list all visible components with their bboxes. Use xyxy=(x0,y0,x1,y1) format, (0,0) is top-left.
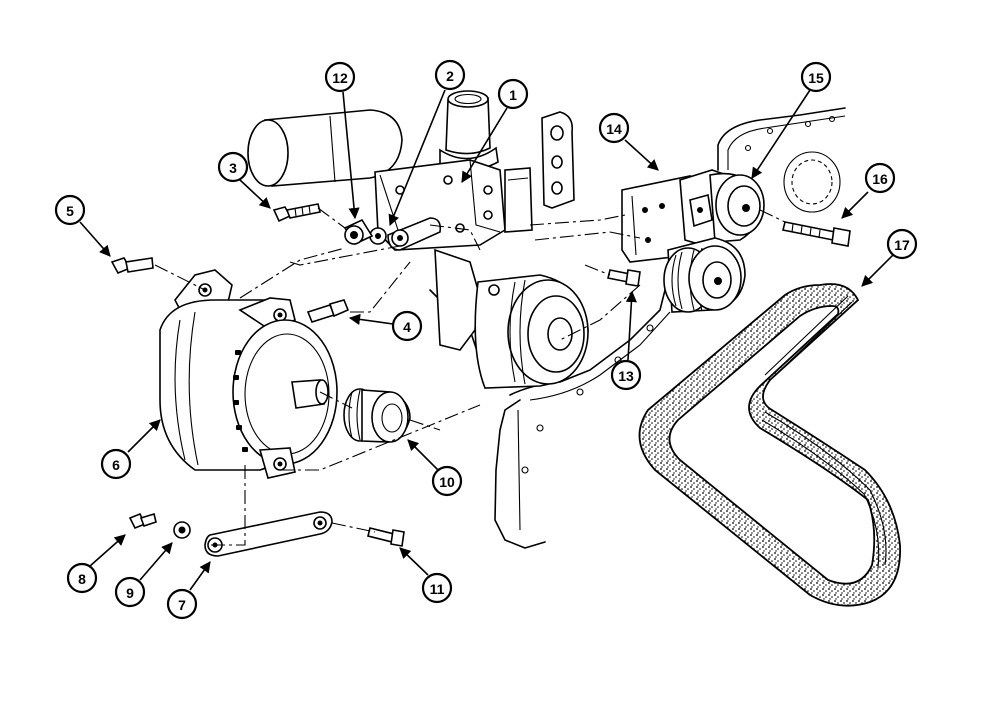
oil-filter xyxy=(247,109,403,187)
assembly-centerlines xyxy=(154,207,786,546)
water-pump-pulley xyxy=(434,248,589,389)
tensioner-pulley xyxy=(663,237,746,313)
callout-1: 1 xyxy=(497,78,529,110)
serpentine-drive-belt xyxy=(638,283,901,607)
callout-15: 15 xyxy=(800,61,832,93)
lifting-bracket xyxy=(541,111,575,209)
nut-9 xyxy=(173,521,191,539)
callout-11: 11 xyxy=(421,572,453,604)
bolt-3 xyxy=(272,203,321,223)
bolt-5 xyxy=(110,257,154,275)
callout-10: 10 xyxy=(431,465,463,497)
callout-8: 8 xyxy=(66,562,98,594)
svg-text:15: 15 xyxy=(808,70,824,86)
callout-12: 12 xyxy=(324,61,356,93)
callout-14: 14 xyxy=(598,112,630,144)
alternator-pulley xyxy=(343,388,411,443)
bolt-8 xyxy=(128,512,157,530)
bolt-11 xyxy=(367,527,405,547)
svg-text:7: 7 xyxy=(178,597,186,613)
callout-16: 16 xyxy=(864,162,896,194)
svg-text:4: 4 xyxy=(403,319,411,335)
svg-text:17: 17 xyxy=(894,237,910,253)
callout-5: 5 xyxy=(54,194,86,226)
belt-tensioner xyxy=(679,169,765,249)
svg-text:10: 10 xyxy=(439,474,455,490)
coolant-outlet-neck xyxy=(439,90,499,172)
callout-7: 7 xyxy=(166,588,198,620)
callout-3: 3 xyxy=(217,151,249,183)
callout-13: 13 xyxy=(610,359,642,391)
svg-text:3: 3 xyxy=(229,160,237,176)
svg-text:8: 8 xyxy=(78,571,86,587)
adjusting-link xyxy=(204,511,333,557)
alternator xyxy=(159,269,338,479)
svg-text:16: 16 xyxy=(872,171,888,187)
pivot-arm xyxy=(369,217,442,251)
svg-text:14: 14 xyxy=(606,121,622,137)
svg-text:12: 12 xyxy=(332,70,348,86)
bolt-13 xyxy=(607,269,641,287)
callout-6: 6 xyxy=(100,448,132,480)
callout-9: 9 xyxy=(114,576,146,608)
svg-text:2: 2 xyxy=(446,68,454,84)
svg-text:1: 1 xyxy=(509,87,517,103)
bolt-16 xyxy=(782,221,851,247)
svg-text:13: 13 xyxy=(618,368,634,384)
bolt-4 xyxy=(306,299,350,323)
svg-text:11: 11 xyxy=(430,581,445,597)
svg-text:6: 6 xyxy=(112,457,120,473)
callout-4: 4 xyxy=(391,310,423,342)
timing-cover xyxy=(717,107,846,213)
leader-arrows xyxy=(79,89,896,591)
callout-2: 2 xyxy=(434,59,466,91)
svg-text:5: 5 xyxy=(66,203,74,219)
callout-17: 17 xyxy=(886,228,918,260)
svg-text:9: 9 xyxy=(126,585,134,601)
spacer-bushing xyxy=(343,218,374,246)
